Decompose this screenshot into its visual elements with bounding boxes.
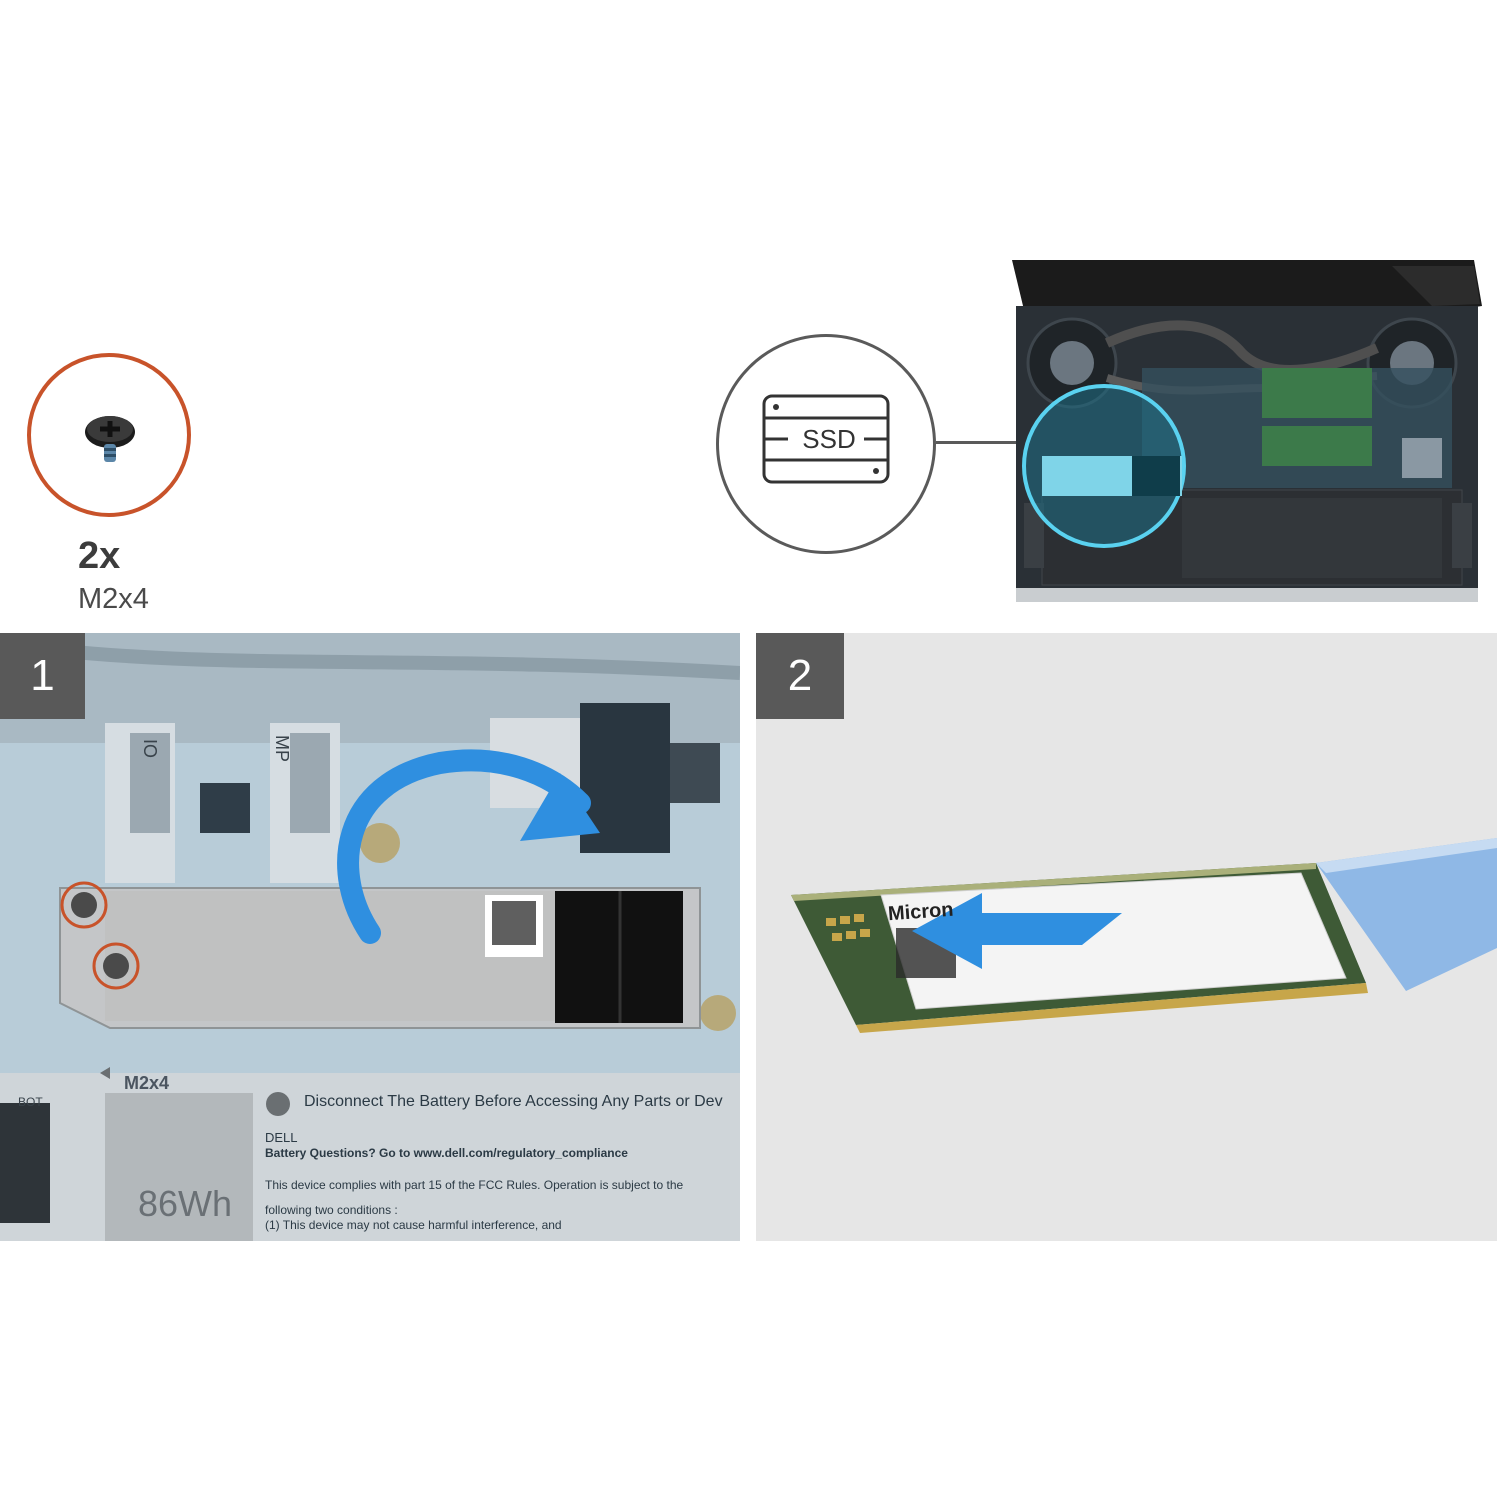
ssd-icon-label: SSD: [799, 424, 859, 455]
screw-icon: [75, 398, 145, 468]
io-silk-label: IO: [139, 739, 160, 758]
conditions-text: following two conditions :: [265, 1203, 398, 1217]
bot-silk-label: BOT: [18, 1095, 43, 1109]
ssd-brand-label: Micron: [887, 899, 954, 927]
step2-ssd-illustration: [756, 633, 1497, 1241]
battery-warning-text: Disconnect The Battery Before Accessing …: [304, 1093, 723, 1111]
callout-connector-line: [936, 441, 1020, 444]
screw-type-label: M2x4: [78, 583, 149, 616]
condition-1-text: (1) This device may not cause harmful in…: [265, 1218, 562, 1232]
step1-badge: 1: [0, 633, 85, 719]
fcc-text: This device complies with part 15 of the…: [265, 1178, 683, 1192]
step2-badge: 2: [756, 633, 844, 719]
screw-size-silk: M2x4: [124, 1073, 169, 1094]
screw-count: 2x: [78, 535, 120, 578]
battery-capacity: 86Wh: [138, 1183, 232, 1225]
laptop-base-illustration: [1012, 258, 1482, 608]
battery-brand: DELL: [265, 1130, 298, 1145]
step2-panel: Micron 2: [756, 633, 1497, 1241]
step1-panel: M2x4 Disconnect The Battery Before Acces…: [0, 633, 740, 1241]
mp-silk-label: MP: [271, 735, 292, 762]
battery-questions-text: Battery Questions? Go to www.dell.com/re…: [265, 1146, 628, 1160]
